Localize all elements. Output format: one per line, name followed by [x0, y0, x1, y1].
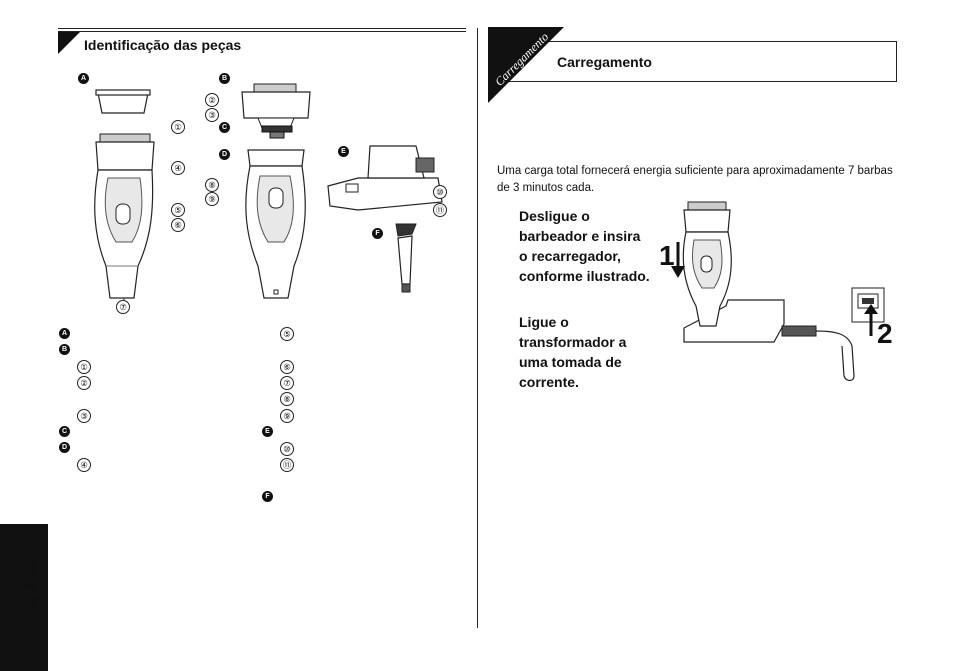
center-divider — [477, 28, 478, 628]
cleaning-brush-drawing — [396, 224, 416, 292]
callout-11: ⑪ — [433, 203, 447, 217]
callout-2: ② — [205, 93, 219, 107]
callout-1: ① — [171, 120, 185, 134]
step-1-text: Desligue o barbeador e insira o recarreg… — [519, 206, 651, 286]
left-section-title: Identificação das peças — [84, 37, 241, 53]
figure-label-a: A — [78, 73, 89, 84]
language-tab — [0, 524, 48, 671]
legend-5: ⑤ — [280, 327, 294, 341]
legend-label-d: D — [59, 442, 70, 453]
callout-6: ⑥ — [171, 218, 185, 232]
legend-1: ① — [77, 360, 91, 374]
callout-7: ⑦ — [116, 300, 130, 314]
illustration-step-1-number: 1 — [659, 240, 675, 272]
illustration-step-2-number: 2 — [877, 318, 893, 350]
callout-5: ⑤ — [171, 203, 185, 217]
legend-6: ⑥ — [280, 360, 294, 374]
legend-7: ⑦ — [280, 376, 294, 390]
left-top-rule-2 — [58, 31, 466, 32]
shaver-front-drawing — [95, 134, 154, 304]
legend-2: ② — [77, 376, 91, 390]
figure-label-d: D — [219, 149, 230, 160]
legend-3: ③ — [77, 409, 91, 423]
charging-illustration — [656, 196, 896, 388]
legend-8: ⑧ — [280, 392, 294, 406]
right-section-title: Carregamento — [557, 54, 652, 70]
figure-label-f: F — [372, 228, 383, 239]
legend-label-f: F — [262, 491, 273, 502]
step-2-text: Ligue o transformador a uma tomada de co… — [519, 312, 651, 392]
legend-10: ⑩ — [280, 442, 294, 456]
language-label: Português — [27, 556, 38, 608]
protective-cap-drawing — [96, 90, 150, 113]
legend-4: ④ — [77, 458, 91, 472]
blade-drawing — [262, 126, 292, 138]
legend-9: ⑨ — [280, 409, 294, 423]
legend-11: ⑪ — [280, 458, 294, 472]
shaver-head-drawing — [242, 84, 310, 128]
callout-8: ⑧ — [205, 178, 219, 192]
legend-label-a: A — [59, 328, 70, 339]
callout-4: ④ — [171, 161, 185, 175]
legend-label-e: E — [262, 426, 273, 437]
callout-10: ⑩ — [433, 185, 447, 199]
intro-text: Uma carga total fornecerá energia sufici… — [497, 163, 897, 197]
callout-3: ③ — [205, 108, 219, 122]
figure-label-b: B — [219, 73, 230, 84]
callout-9: ⑨ — [205, 192, 219, 206]
parts-illustration — [58, 66, 466, 326]
figure-label-c: C — [219, 122, 230, 133]
main-body-drawing — [246, 150, 305, 298]
legend-label-c: C — [59, 426, 70, 437]
figure-label-e: E — [338, 146, 349, 157]
left-top-rule — [58, 28, 466, 29]
left-header-triangle — [58, 32, 80, 54]
legend-label-b: B — [59, 344, 70, 355]
